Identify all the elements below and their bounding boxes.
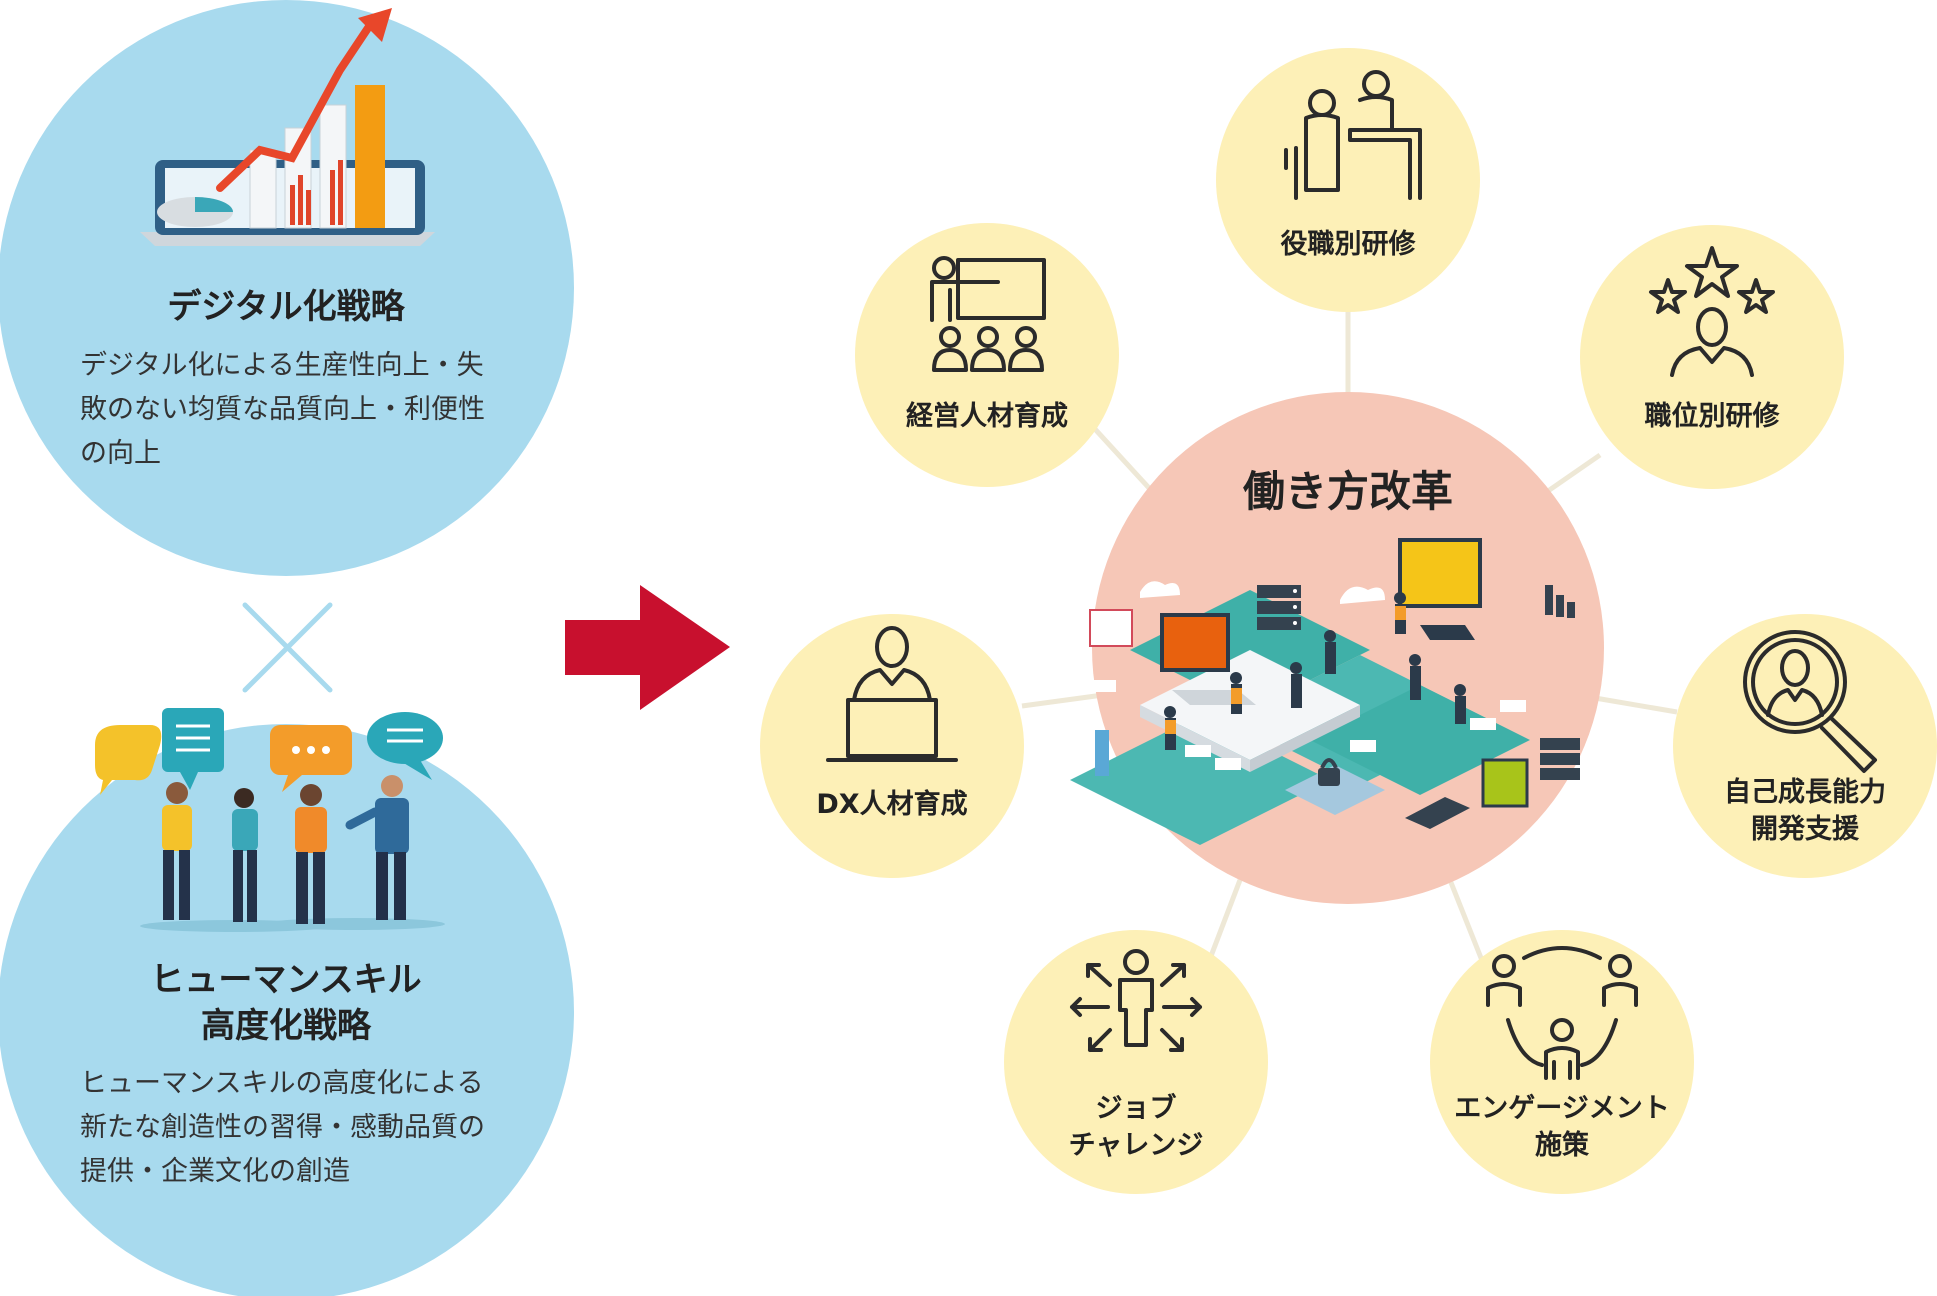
person-magnifier-icon (1743, 630, 1877, 773)
node-label-shokui: 職位別研修 (1582, 398, 1842, 435)
description-line: デジタル化による生産性向上・失 (80, 350, 484, 381)
cross-symbol (242, 602, 333, 693)
title-line: ヒューマンスキル (150, 960, 422, 1000)
digital-strategy-circle (0, 0, 574, 576)
node-label-job: ジョブ チャレンジ (1006, 1090, 1266, 1164)
node-label-yakushoku: 役職別研修 (1218, 226, 1478, 263)
node-label-line: 職位別研修 (1644, 401, 1780, 432)
node-label-dx: DX人材育成 (762, 786, 1022, 823)
node-circle-jiko (1673, 614, 1937, 878)
description-line: 新たな創造性の習得・感動品質の (80, 1112, 485, 1143)
node-label-line: DX人材育成 (816, 789, 968, 820)
person-laptop-icon (826, 626, 958, 762)
digital-strategy-description: デジタル化による生産性向上・失 敗のない均質な品質向上・利便性 の向上 (80, 344, 520, 476)
growth-chart-tablet-illustration (140, 8, 435, 246)
meeting-desk-icon (1284, 70, 1422, 200)
digital-strategy-title: デジタル化戦略 (167, 287, 405, 327)
description-line: 提供・企業文化の創造 (80, 1156, 350, 1187)
node-label-line: ジョブ (1095, 1093, 1177, 1124)
human-skill-title: ヒューマンスキル 高度化戦略 (86, 957, 486, 1049)
node-circle-job (1004, 930, 1268, 1194)
node-label-line: 施策 (1535, 1130, 1589, 1161)
node-circle-dx (760, 614, 1024, 878)
human-skill-description: ヒューマンスキルの高度化による 新たな創造性の習得・感動品質の 提供・企業文化の… (80, 1062, 520, 1194)
node-label-line: 自己成長能力 (1724, 777, 1886, 808)
node-circle-yakushoku (1216, 48, 1480, 312)
node-label-line: 経営人材育成 (906, 401, 1068, 432)
node-circle-engage (1430, 930, 1694, 1194)
node-label-line: チャレンジ (1068, 1130, 1204, 1161)
person-arrows-icon (1070, 949, 1202, 1052)
center-title: 働き方改革 (1242, 467, 1453, 516)
node-label-line: 役職別研修 (1280, 229, 1416, 260)
title-line: 高度化戦略 (201, 1006, 371, 1046)
node-circle-keiei (855, 223, 1119, 487)
node-label-line: エンゲージメント (1454, 1093, 1670, 1124)
person-stars-icon (1649, 246, 1775, 377)
description-line: 敗のない均質な品質向上・利便性 (80, 394, 485, 425)
isometric-digital-workplace-illustration (1070, 538, 1580, 845)
node-label-jiko: 自己成長能力 開発支援 (1675, 774, 1935, 848)
people-cycle-icon (1486, 946, 1638, 1080)
description-line: の向上 (80, 438, 161, 469)
human-skill-circle (0, 724, 574, 1296)
node-label-line: 開発支援 (1751, 814, 1859, 845)
node-label-engage: エンゲージメント 施策 (1417, 1090, 1707, 1164)
node-label-keiei: 経営人材育成 (857, 398, 1117, 435)
right-arrow (565, 585, 730, 710)
business-people-talking-illustration (95, 708, 445, 932)
presentation-board-icon (930, 256, 1046, 372)
description-line: ヒューマンスキルの高度化による (80, 1068, 484, 1099)
node-circle-shokui (1580, 225, 1844, 489)
